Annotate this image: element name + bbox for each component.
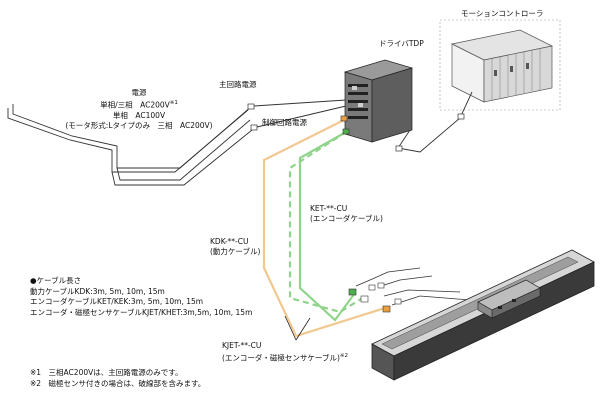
kdk-cable-label: KDK-**-CU bbox=[210, 237, 249, 246]
linear-actuator bbox=[371, 249, 595, 381]
footnotes: ※1 三相AC200Vは、主回路電源のみです。 ※2 磁極センサ付きの場合は、破… bbox=[30, 367, 205, 389]
control-power-label: 制御回路電源 bbox=[262, 118, 307, 127]
power-line-2: 単相 AC100V bbox=[112, 110, 166, 120]
driver-unit bbox=[343, 59, 414, 143]
driver-connectors bbox=[340, 115, 350, 135]
power-line-3: (モータ形式:Lタイプのみ 三相 AC200V) bbox=[65, 120, 213, 130]
legend-item: エンコーダケーブルKET/KEK:3m, 5m, 10m, 15m bbox=[30, 297, 204, 306]
actuator-cable-wires bbox=[355, 267, 471, 306]
footnote-1: ※1 三相AC200Vは、主回路電源のみです。 bbox=[30, 368, 183, 377]
power-title: 電源 bbox=[131, 88, 147, 97]
legend-item: エンコーダ・磁極センサケーブルKJET/KHET:3m,5m, 10m, 15m bbox=[30, 307, 253, 317]
power-to-driver-lines bbox=[253, 99, 347, 128]
kjet-pointer-lines bbox=[284, 315, 311, 341]
ac-power-lines bbox=[7, 104, 253, 186]
actuator-connectors bbox=[348, 282, 402, 313]
kjet-cable-sublabel: (エンコーダ・磁極センサケーブル)※2 bbox=[222, 353, 349, 363]
power-cable-kdk bbox=[262, 119, 386, 338]
kjet-cable-label: KJET-**-CU bbox=[222, 341, 262, 350]
controller-cable-connectors bbox=[395, 113, 465, 152]
ket-cable-sublabel: (エンコーダケーブル) bbox=[310, 214, 383, 223]
motion-controller-label: モーションコントローラ bbox=[461, 9, 544, 18]
legend-heading: ●ケーブル長さ bbox=[30, 276, 82, 285]
driver-label: ドライバTDP bbox=[379, 39, 424, 48]
motion-controller bbox=[439, 19, 561, 111]
ket-cable-label: KET-**-CU bbox=[310, 204, 348, 213]
power-supply-block: 電源 単相/三相 AC200V※1 単相 AC100V (モータ形式:Lタイプの… bbox=[39, 88, 239, 131]
power-line-1: 単相/三相 AC200V※1 bbox=[100, 100, 178, 110]
cable-length-legend: ●ケーブル長さ 動力ケーブルKDK:3m, 5m, 10m, 15m エンコーダ… bbox=[30, 276, 252, 318]
legend-item: 動力ケーブルKDK:3m, 5m, 10m, 15m bbox=[30, 286, 165, 296]
power-line-connectors bbox=[247, 103, 258, 131]
footnote-2: ※2 磁極センサ付きの場合は、破線部を含みます。 bbox=[30, 379, 206, 388]
encoder-cable-ket bbox=[298, 131, 356, 322]
encoder-cable-kjet bbox=[288, 131, 367, 314]
kdk-cable-sublabel: (動力ケーブル) bbox=[210, 247, 261, 256]
main-power-label: 主回路電源 bbox=[219, 80, 257, 89]
controller-cable bbox=[397, 91, 473, 153]
